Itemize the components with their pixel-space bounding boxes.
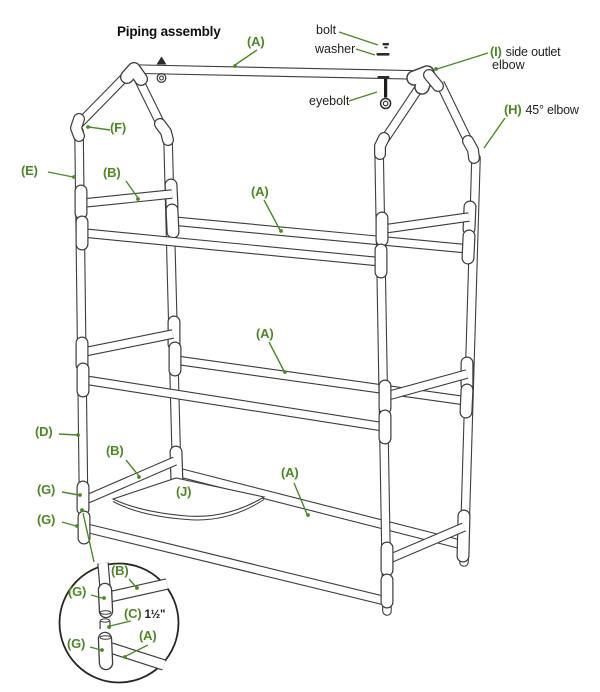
lower-washer-icon (377, 76, 390, 79)
bolt-head-icon (156, 56, 167, 65)
inset-label-part-c: (C) (124, 606, 142, 621)
label-45-elbow: 45° elbow (525, 103, 579, 117)
coupling-top-edge (99, 618, 111, 623)
label-side-outlet: side outlet (505, 45, 561, 59)
bolt-thread-icon (384, 46, 388, 49)
inset-label-part-b: (B) (111, 563, 129, 578)
label-part-h: (H) (504, 102, 522, 117)
label-part-i-side-outlet: (I)side outlet (490, 44, 561, 59)
label-part-a-top-rail: (A) (251, 184, 269, 199)
label-washer: washer (315, 42, 356, 56)
inset-label-part-c-size: (C)1½" (124, 607, 165, 621)
label-part-f: (F) (110, 120, 126, 135)
pipe-structure (70, 62, 481, 616)
label-part-a-ridge: (A) (247, 34, 265, 49)
label-part-a-bottom-rail: (A) (281, 465, 299, 480)
inset-pipe-detail (97, 562, 169, 671)
label-part-g-lower: (G) (37, 512, 56, 527)
eyebolt-shaft-icon (384, 78, 388, 98)
label-part-i: (I) (490, 44, 502, 59)
callout-leader-lines (47, 31, 506, 659)
inset-label-part-g-lower: (G) (67, 636, 86, 651)
label-part-b-top: (B) (103, 165, 121, 180)
label-part-h-45-elbow: (H)45° elbow (504, 103, 579, 117)
label-bolt: bolt (316, 23, 337, 37)
label-side-outlet-elbow: elbow (492, 58, 525, 72)
tee-socket-edge (99, 610, 112, 615)
label-part-d: (D) (35, 424, 53, 439)
diagram-title: Piping assembly (117, 24, 221, 39)
tee-top-edge (99, 635, 112, 640)
label-eyebolt: eyebolt (309, 94, 350, 108)
shelf-panel (111, 477, 266, 517)
label-part-a-mid-rail: (A) (256, 326, 274, 341)
eyebolt-ring-icon (156, 73, 167, 83)
detail-circle-inset (58, 562, 180, 684)
eyebolt-eye-hole-icon (382, 100, 389, 107)
bolt-icon (382, 43, 389, 46)
washer-icon (376, 53, 390, 56)
inset-label-part-a: (A) (139, 628, 157, 643)
label-part-b-bottom: (B) (106, 443, 124, 458)
label-part-e: (E) (21, 163, 38, 178)
shelf-panel-edge (112, 499, 265, 521)
inset-label-part-g-upper: (G) (68, 584, 87, 599)
inset-label-coupling-size: 1½" (144, 609, 166, 621)
bolt-washer-eyebolt-assembly (376, 43, 392, 110)
label-part-j: (J) (176, 484, 192, 499)
eyebolt-eye-icon (379, 97, 392, 110)
label-part-g-upper: (G) (37, 482, 56, 497)
eyebolt-ring-hole-icon (159, 75, 164, 81)
